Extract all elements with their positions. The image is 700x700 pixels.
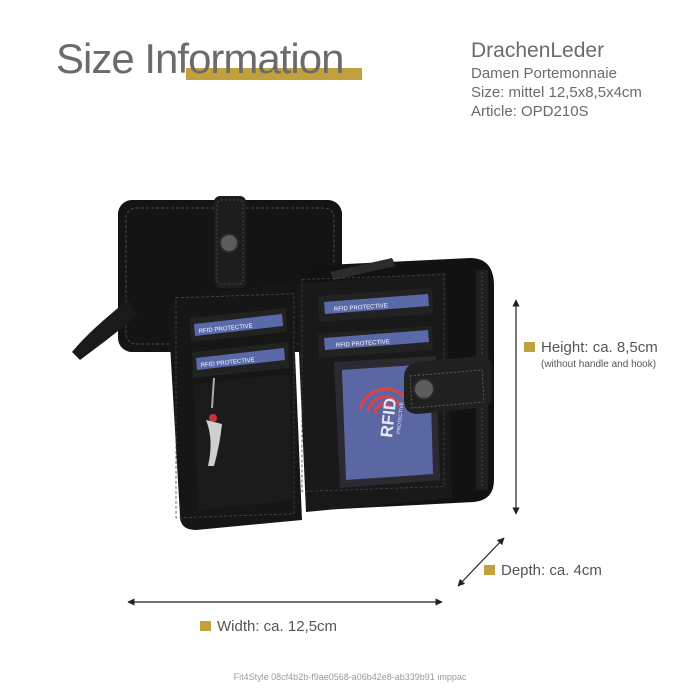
bullet-icon: [524, 342, 535, 353]
open-wallet-image: RFID PROTECTIVE RFID PROTECTIVE RFID PRO…: [168, 258, 494, 530]
brand-name: DrachenLeder: [471, 39, 605, 62]
page-title-block: Size Information: [56, 34, 366, 84]
product-size: Size: mittel 12,5x8,5x4cm: [471, 84, 642, 101]
width-label: Width: ca. 12,5cm: [200, 618, 337, 635]
rfid-card-label: RFID PROTECTIVE: [199, 323, 253, 335]
snap-strap: [404, 356, 492, 414]
height-note: (without handle and hook): [541, 359, 657, 370]
left-card-slot-bottom: RFID PROTECTIVE: [192, 342, 289, 378]
height-label: Height: ca. 8,5cm: [524, 339, 658, 356]
right-card-slot-top: RFID PROTECTIVE: [318, 288, 433, 322]
depth-label: Depth: ca. 4cm: [484, 562, 602, 579]
product-info: DrachenLeder Damen Portemonnaie Size: mi…: [471, 38, 691, 121]
bullet-icon: [484, 565, 495, 576]
rfid-window-subtext: PROTECTIVE: [396, 401, 405, 434]
rfid-card-label: RFID PROTECTIVE: [336, 339, 390, 349]
image-id-footer: Fit4Style 08cf4b2b-f9ae0568-a06b42e8-ab3…: [233, 672, 467, 682]
product-type: Damen Portemonnaie: [471, 65, 617, 82]
page-title: Size Information: [56, 35, 344, 82]
right-card-slot-bottom: RFID PROTECTIVE: [318, 326, 433, 358]
rfid-card-label: RFID PROTECTIVE: [334, 303, 388, 313]
rfid-window-text: RFID: [377, 397, 400, 438]
rfid-card-label: RFID PROTECTIVE: [201, 357, 255, 369]
depth-dimension-arrow: [457, 537, 505, 587]
title-accent-bar: [186, 68, 362, 80]
left-card-slot-top: RFID PROTECTIVE: [190, 308, 287, 342]
bullet-icon: [200, 621, 211, 632]
product-article: Article: OPD210S: [471, 103, 589, 120]
charm-figure: [206, 377, 222, 466]
